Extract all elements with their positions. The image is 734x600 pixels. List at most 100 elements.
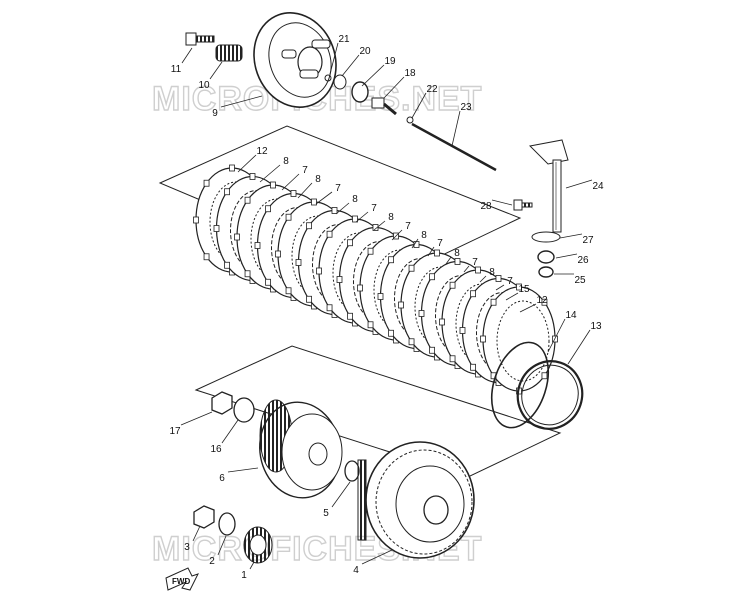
nut-3 [193,505,215,529]
callout-layer: 1110921201918222324282726251287878787878… [169,34,604,581]
leader-line-c23 [451,110,461,147]
callout-c3: 3 [184,542,190,553]
nut-17 [211,391,233,415]
leader-line-c8g [479,275,487,283]
callout-c27: 27 [582,235,594,246]
leader-line-c12a [237,154,257,173]
washer-2 [218,512,236,536]
callout-c8d: 8 [388,212,394,223]
leader-line-c18 [383,76,405,99]
leader-line-c28 [491,199,513,206]
callout-c12a: 12 [256,146,268,157]
leader-line-c7d [391,229,403,241]
leader-line-c10 [209,61,223,80]
leader-line-c7a [281,173,300,191]
callout-c25: 25 [574,275,586,286]
leader-line-c7f [463,265,470,273]
ring-13 [516,360,584,430]
callout-c7g: 7 [507,276,513,287]
leader-line-c1 [249,561,255,570]
leader-line-c5 [331,481,351,508]
push-rod-23 [411,122,497,172]
washer-20 [333,74,347,90]
push-lever-shaft-24 [528,139,569,233]
ball-22 [406,116,414,124]
callout-c7f: 7 [472,257,478,268]
leader-line-c14 [547,318,566,353]
leader-line-c2 [217,535,227,556]
callout-c12b: 12 [536,295,548,306]
plate-group-outline-bottom [194,345,562,478]
leader-line-c24 [565,179,593,189]
leader-line-c8d [373,220,386,231]
leader-line-c8c [335,202,350,215]
leader-line-c26 [555,253,578,259]
leader-line-c11 [181,47,193,64]
bearing-19 [351,81,369,103]
leader-line-c7b [315,191,333,205]
bearing-25 [538,266,554,278]
leader-line-c8a [259,164,281,183]
leader-line-c7c [355,211,369,223]
wire-ring-14 [490,341,550,429]
leader-line-c6 [227,467,259,473]
plate-27 [531,231,561,243]
washer-16 [233,397,255,423]
callout-c5: 5 [323,508,329,519]
leader-line-c3 [192,525,201,542]
pressure-plate [253,12,337,108]
leader-line-c22 [411,92,427,119]
fwd-direction-badge: FWD [165,567,199,591]
leader-line-c8f [445,256,452,265]
callout-c17: 17 [169,426,181,437]
push-rod-18 [371,97,397,116]
callout-c19: 19 [384,56,396,67]
leader-line-c17 [180,411,213,426]
callout-c21: 21 [338,34,350,45]
callout-c8f: 8 [454,248,460,259]
callout-c24: 24 [592,181,604,192]
leader-line-c21 [329,42,339,75]
callout-c26: 26 [577,255,589,266]
leader-line-c4 [361,549,393,565]
leader-line-c12b [519,303,537,313]
ring-13-inner [521,364,579,426]
leader-line-c15 [505,292,519,301]
screw-28 [513,199,533,211]
spring-10 [215,44,243,62]
callout-c8b: 8 [315,174,321,185]
leader-line-c13 [567,329,591,365]
clutch-boss-6 [259,399,343,499]
callout-c8a: 8 [283,156,289,167]
leader-line-c8b [297,182,313,199]
callout-c8g: 8 [489,267,495,278]
callout-c7d: 7 [405,221,411,232]
svg-text:FWD: FWD [172,577,190,586]
primary-drive-gear-1 [243,526,273,564]
callout-c9: 9 [212,108,218,119]
callout-c20: 20 [359,46,371,57]
callout-c18: 18 [404,68,416,79]
callout-c28: 28 [480,201,492,212]
seal-26 [537,250,555,264]
callout-c1: 1 [241,570,247,581]
callout-c10: 10 [198,80,210,91]
callout-c11: 11 [171,64,182,75]
leader-line-c16 [221,419,239,444]
callout-c23: 23 [460,102,472,113]
callout-c14: 14 [565,310,577,321]
callout-c22: 22 [426,84,438,95]
callout-c7b: 7 [335,183,341,194]
callout-c7e: 7 [437,238,443,249]
circlip-21 [324,74,332,82]
washer-5 [344,460,360,482]
leader-line-c8e [411,238,419,249]
callout-c8e: 8 [421,230,427,241]
leader-line-c20 [341,54,360,77]
leader-line-c27 [559,233,583,239]
callout-c6: 6 [219,473,225,484]
callout-c4: 4 [353,565,359,576]
leader-line-c19 [361,64,385,87]
